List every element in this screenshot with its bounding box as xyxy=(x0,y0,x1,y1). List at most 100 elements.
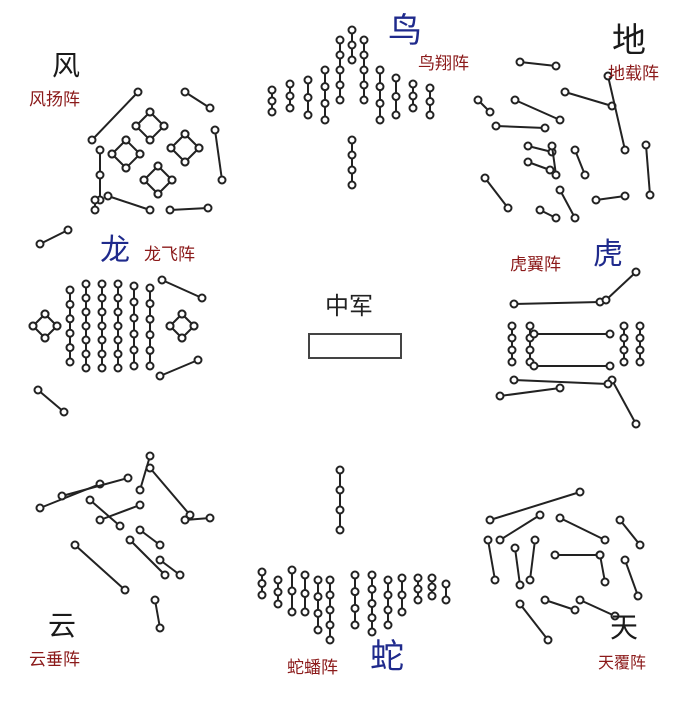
formation-line xyxy=(564,91,613,107)
formation-node xyxy=(575,487,585,497)
formation-node xyxy=(335,35,345,45)
formation-line xyxy=(559,517,606,541)
formation-node xyxy=(145,463,155,473)
formation-node xyxy=(441,595,451,605)
formation-node xyxy=(485,515,495,525)
formation-node xyxy=(367,613,377,623)
formation-node xyxy=(359,35,369,45)
formation-node xyxy=(367,627,377,637)
formation-node xyxy=(123,473,133,483)
formation-node xyxy=(347,40,357,50)
formation-line xyxy=(184,91,211,109)
formation-node xyxy=(397,607,407,617)
formation-node xyxy=(359,95,369,105)
formation-node xyxy=(591,195,601,205)
formation-node xyxy=(515,57,525,67)
formation-node xyxy=(603,71,613,81)
formation-node xyxy=(70,540,80,550)
formation-node xyxy=(287,565,297,575)
formation-node xyxy=(383,575,393,585)
formation-node xyxy=(507,357,517,367)
formation-line xyxy=(519,61,557,67)
formation-node xyxy=(605,361,615,371)
formation-node xyxy=(193,355,203,365)
formation-node xyxy=(555,383,565,393)
formation-node xyxy=(335,50,345,60)
formation-node xyxy=(210,125,220,135)
formation-node xyxy=(570,145,580,155)
formation-line xyxy=(487,539,496,581)
formation-node xyxy=(273,599,283,609)
formation-node xyxy=(325,575,335,585)
formation-node xyxy=(535,510,545,520)
formation-node xyxy=(81,363,91,373)
formation-line xyxy=(595,195,626,201)
formation-node xyxy=(359,65,369,75)
formation-node xyxy=(113,321,123,331)
formation-node xyxy=(129,297,139,307)
formation-node xyxy=(631,267,641,277)
formation-node xyxy=(325,635,335,645)
formation-node xyxy=(540,595,550,605)
formation-node xyxy=(180,515,190,525)
formation-node xyxy=(391,73,401,83)
formation-node xyxy=(165,321,175,331)
formation-node xyxy=(555,513,565,523)
formation-node xyxy=(580,170,590,180)
formation-node xyxy=(383,620,393,630)
formation-node xyxy=(529,329,539,339)
formation-node xyxy=(40,333,50,343)
tiger-formation-label: 虎翼阵 xyxy=(510,255,561,275)
formation-node xyxy=(135,500,145,510)
formation-node xyxy=(619,321,629,331)
formation-node xyxy=(217,175,227,185)
formation-node xyxy=(129,281,139,291)
formation-node xyxy=(347,150,357,160)
formation-node xyxy=(350,620,360,630)
formation-node xyxy=(347,135,357,145)
formation-node xyxy=(300,589,310,598)
formation-node xyxy=(635,345,645,355)
formation-node xyxy=(325,590,335,600)
bird-formation-label: 鸟翔阵 xyxy=(418,54,469,74)
formation-node xyxy=(81,279,91,289)
formation-line xyxy=(99,504,141,521)
formation-line xyxy=(489,491,581,521)
formation-node xyxy=(257,590,267,600)
formation-node xyxy=(81,293,91,303)
formation-node xyxy=(313,608,323,618)
formation-node xyxy=(145,205,155,215)
formation-node xyxy=(515,599,525,609)
formation-node xyxy=(491,121,501,131)
formation-node xyxy=(320,98,330,108)
dragon-char: 龙 xyxy=(100,233,130,268)
formation-node xyxy=(113,349,123,359)
formation-node xyxy=(551,213,561,223)
formation-node xyxy=(160,570,170,580)
formation-node xyxy=(40,309,50,319)
formation-node xyxy=(620,555,630,565)
formation-node xyxy=(540,123,550,133)
formation-node xyxy=(97,293,107,303)
formation-node xyxy=(397,590,407,600)
formation-node xyxy=(135,149,145,159)
formation-node xyxy=(97,335,107,345)
formation-node xyxy=(180,157,190,167)
formation-line xyxy=(624,559,639,597)
formation-line xyxy=(529,539,536,581)
formation-node xyxy=(347,180,357,190)
formation-node xyxy=(153,161,163,171)
formation-node xyxy=(619,333,629,343)
formation-node xyxy=(145,330,155,340)
snake-char: 蛇 xyxy=(370,637,404,677)
formation-node xyxy=(635,321,645,331)
formation-line xyxy=(495,125,546,129)
formation-node xyxy=(601,295,611,305)
formation-line xyxy=(89,499,121,527)
formation-line xyxy=(551,145,557,176)
formation-node xyxy=(425,83,435,93)
formation-node xyxy=(480,173,490,183)
formation-line xyxy=(39,229,69,245)
formation-node xyxy=(97,363,107,373)
formation-node xyxy=(65,357,75,367)
